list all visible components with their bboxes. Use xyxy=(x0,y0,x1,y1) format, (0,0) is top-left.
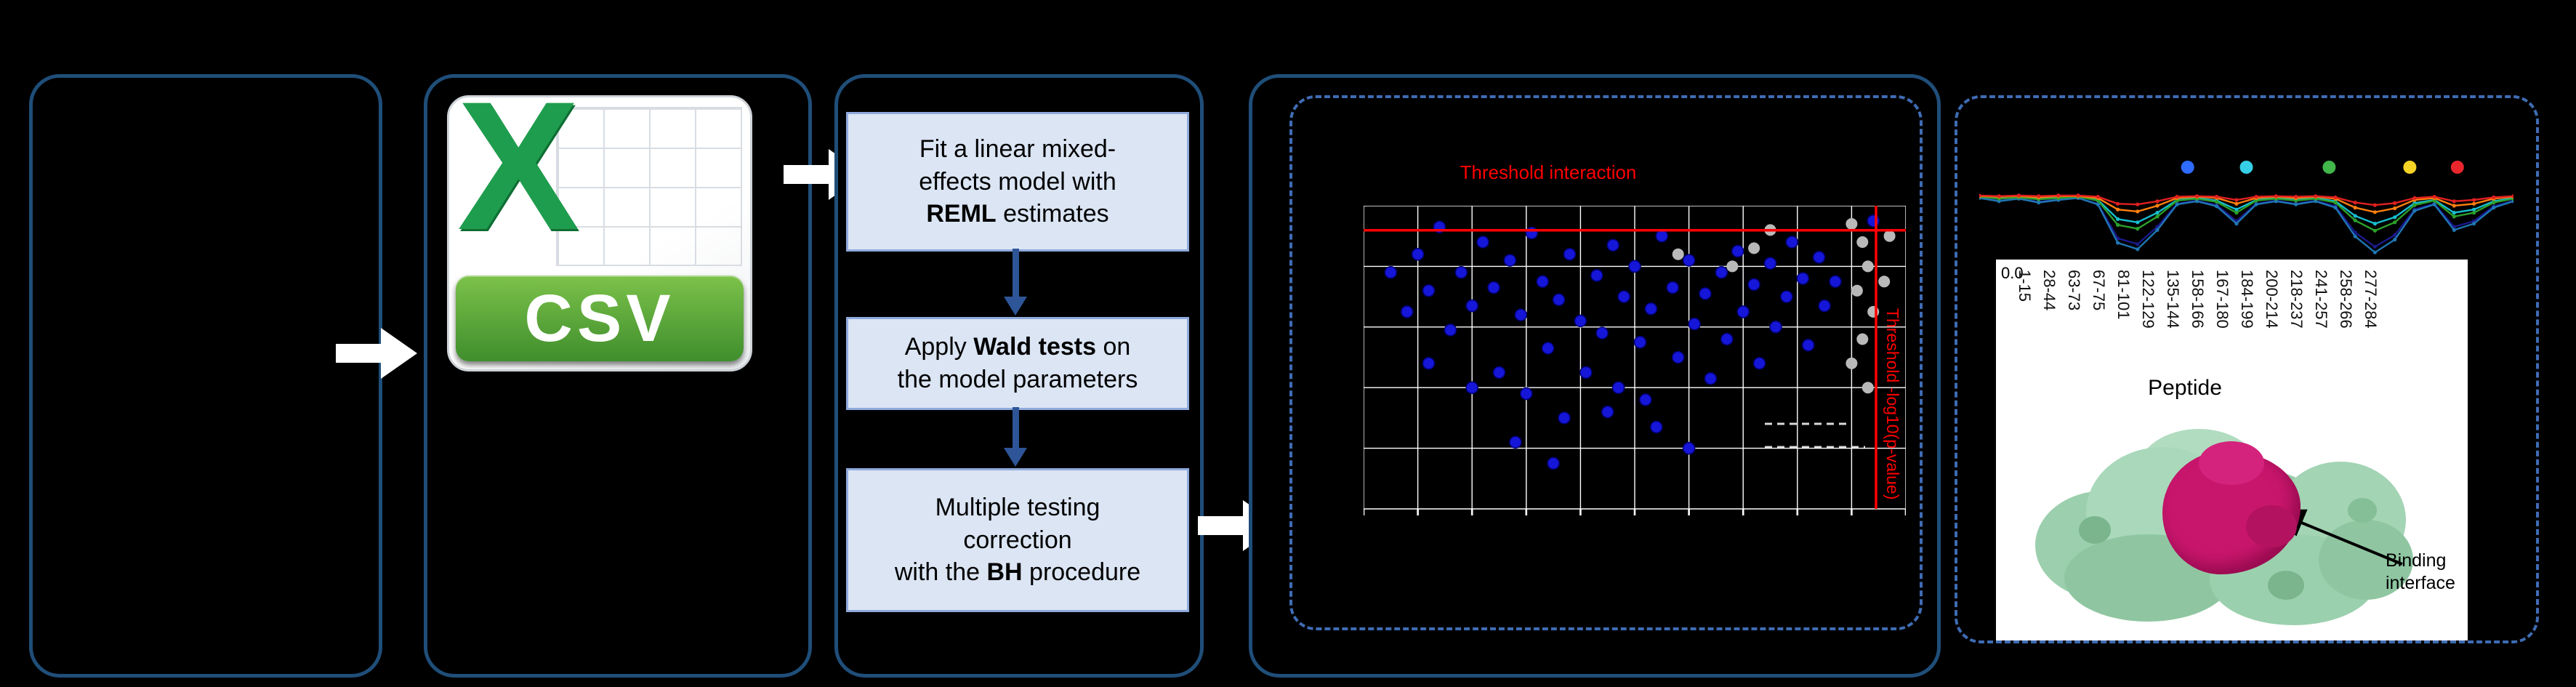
peptide-tick-label: 277-284 xyxy=(2362,270,2380,329)
spreadsheet-grid xyxy=(556,107,742,266)
peptide-tick-label: 184-199 xyxy=(2238,270,2256,329)
interaction-scatter-plot xyxy=(1364,206,1906,515)
peptide-tick-labels: 1-15 28-44 63-73 67-75 81-101 122-129 135-144 1… xyxy=(2012,270,2383,385)
scatter-dashed-frame xyxy=(1289,95,1923,630)
peptide-tick-label: 167-180 xyxy=(2213,270,2231,329)
step-box-reml: Fit a linear mixed- effects model with R… xyxy=(846,112,1189,252)
peptide-tick-label: 1-15 xyxy=(2016,270,2034,302)
excel-x-letter: X xyxy=(457,64,580,268)
down-arrow-1-icon xyxy=(1004,249,1027,316)
panel-step1 xyxy=(29,74,382,678)
protein-texture-spot xyxy=(2348,498,2377,523)
threshold-interaction-label: Threshold interaction xyxy=(1460,161,1637,183)
down-arrow-2-icon xyxy=(1004,407,1027,467)
uptake-line-chart xyxy=(1979,161,2513,254)
peptide-tick-label: 158-166 xyxy=(2189,270,2207,329)
binding-interface-region xyxy=(2246,505,2297,547)
protein-surface-blob xyxy=(2319,520,2413,600)
peptide-axis-title: Peptide xyxy=(2148,376,2222,400)
protein-texture-spot xyxy=(2268,571,2304,600)
peptide-tick-label: 241-257 xyxy=(2312,270,2330,329)
peptide-tick-label: 135-144 xyxy=(2164,270,2182,329)
step-box-wald: Apply Wald tests on the model parameters xyxy=(846,317,1189,410)
binding-interface-region xyxy=(2199,441,2264,485)
peptide-tick-label: 258-266 xyxy=(2337,270,2355,329)
peptide-tick-label: 200-214 xyxy=(2263,270,2281,329)
y-axis-zero-tick: 0.0 xyxy=(2001,264,2024,282)
binding-interface-label: Binding interface xyxy=(2386,550,2455,594)
protein-texture-spot xyxy=(2079,516,2111,544)
csv-file-icon: X CSV xyxy=(447,75,752,371)
step-line: Apply Wald tests on xyxy=(904,333,1131,361)
peptide-tick-label: 28-44 xyxy=(2040,270,2058,311)
peptide-tick-label: 81-101 xyxy=(2114,270,2133,320)
csv-banner-label: CSV xyxy=(456,276,744,361)
step-line: Fit a linear mixed- xyxy=(919,134,1116,163)
step-line: effects model with xyxy=(919,167,1116,196)
step-box-bh: Multiple testing correction with the BH … xyxy=(846,468,1189,612)
step-line: REML estimates xyxy=(926,200,1109,228)
threshold-pvalue-label: Threshold -log10(p-value) xyxy=(1883,308,1902,500)
peptide-plot-inset: 0.0 1-15 28-44 63-73 67-75 81-101 122-129 135-… xyxy=(1996,260,2468,640)
peptide-tick-label: 218-237 xyxy=(2287,270,2306,329)
flow-arrow-1-icon xyxy=(336,328,417,379)
peptide-tick-label: 122-129 xyxy=(2139,270,2157,329)
step-line: with the BH procedure xyxy=(894,558,1141,587)
peptide-tick-label: 67-75 xyxy=(2090,270,2108,311)
result-dashed-frame xyxy=(1955,95,2539,643)
step-line: Multiple testing xyxy=(935,493,1100,521)
step-line: correction xyxy=(963,526,1072,554)
protein-structure xyxy=(2028,411,2420,632)
step-line: the model parameters xyxy=(897,366,1138,393)
peptide-tick-label: 63-73 xyxy=(2065,270,2083,311)
